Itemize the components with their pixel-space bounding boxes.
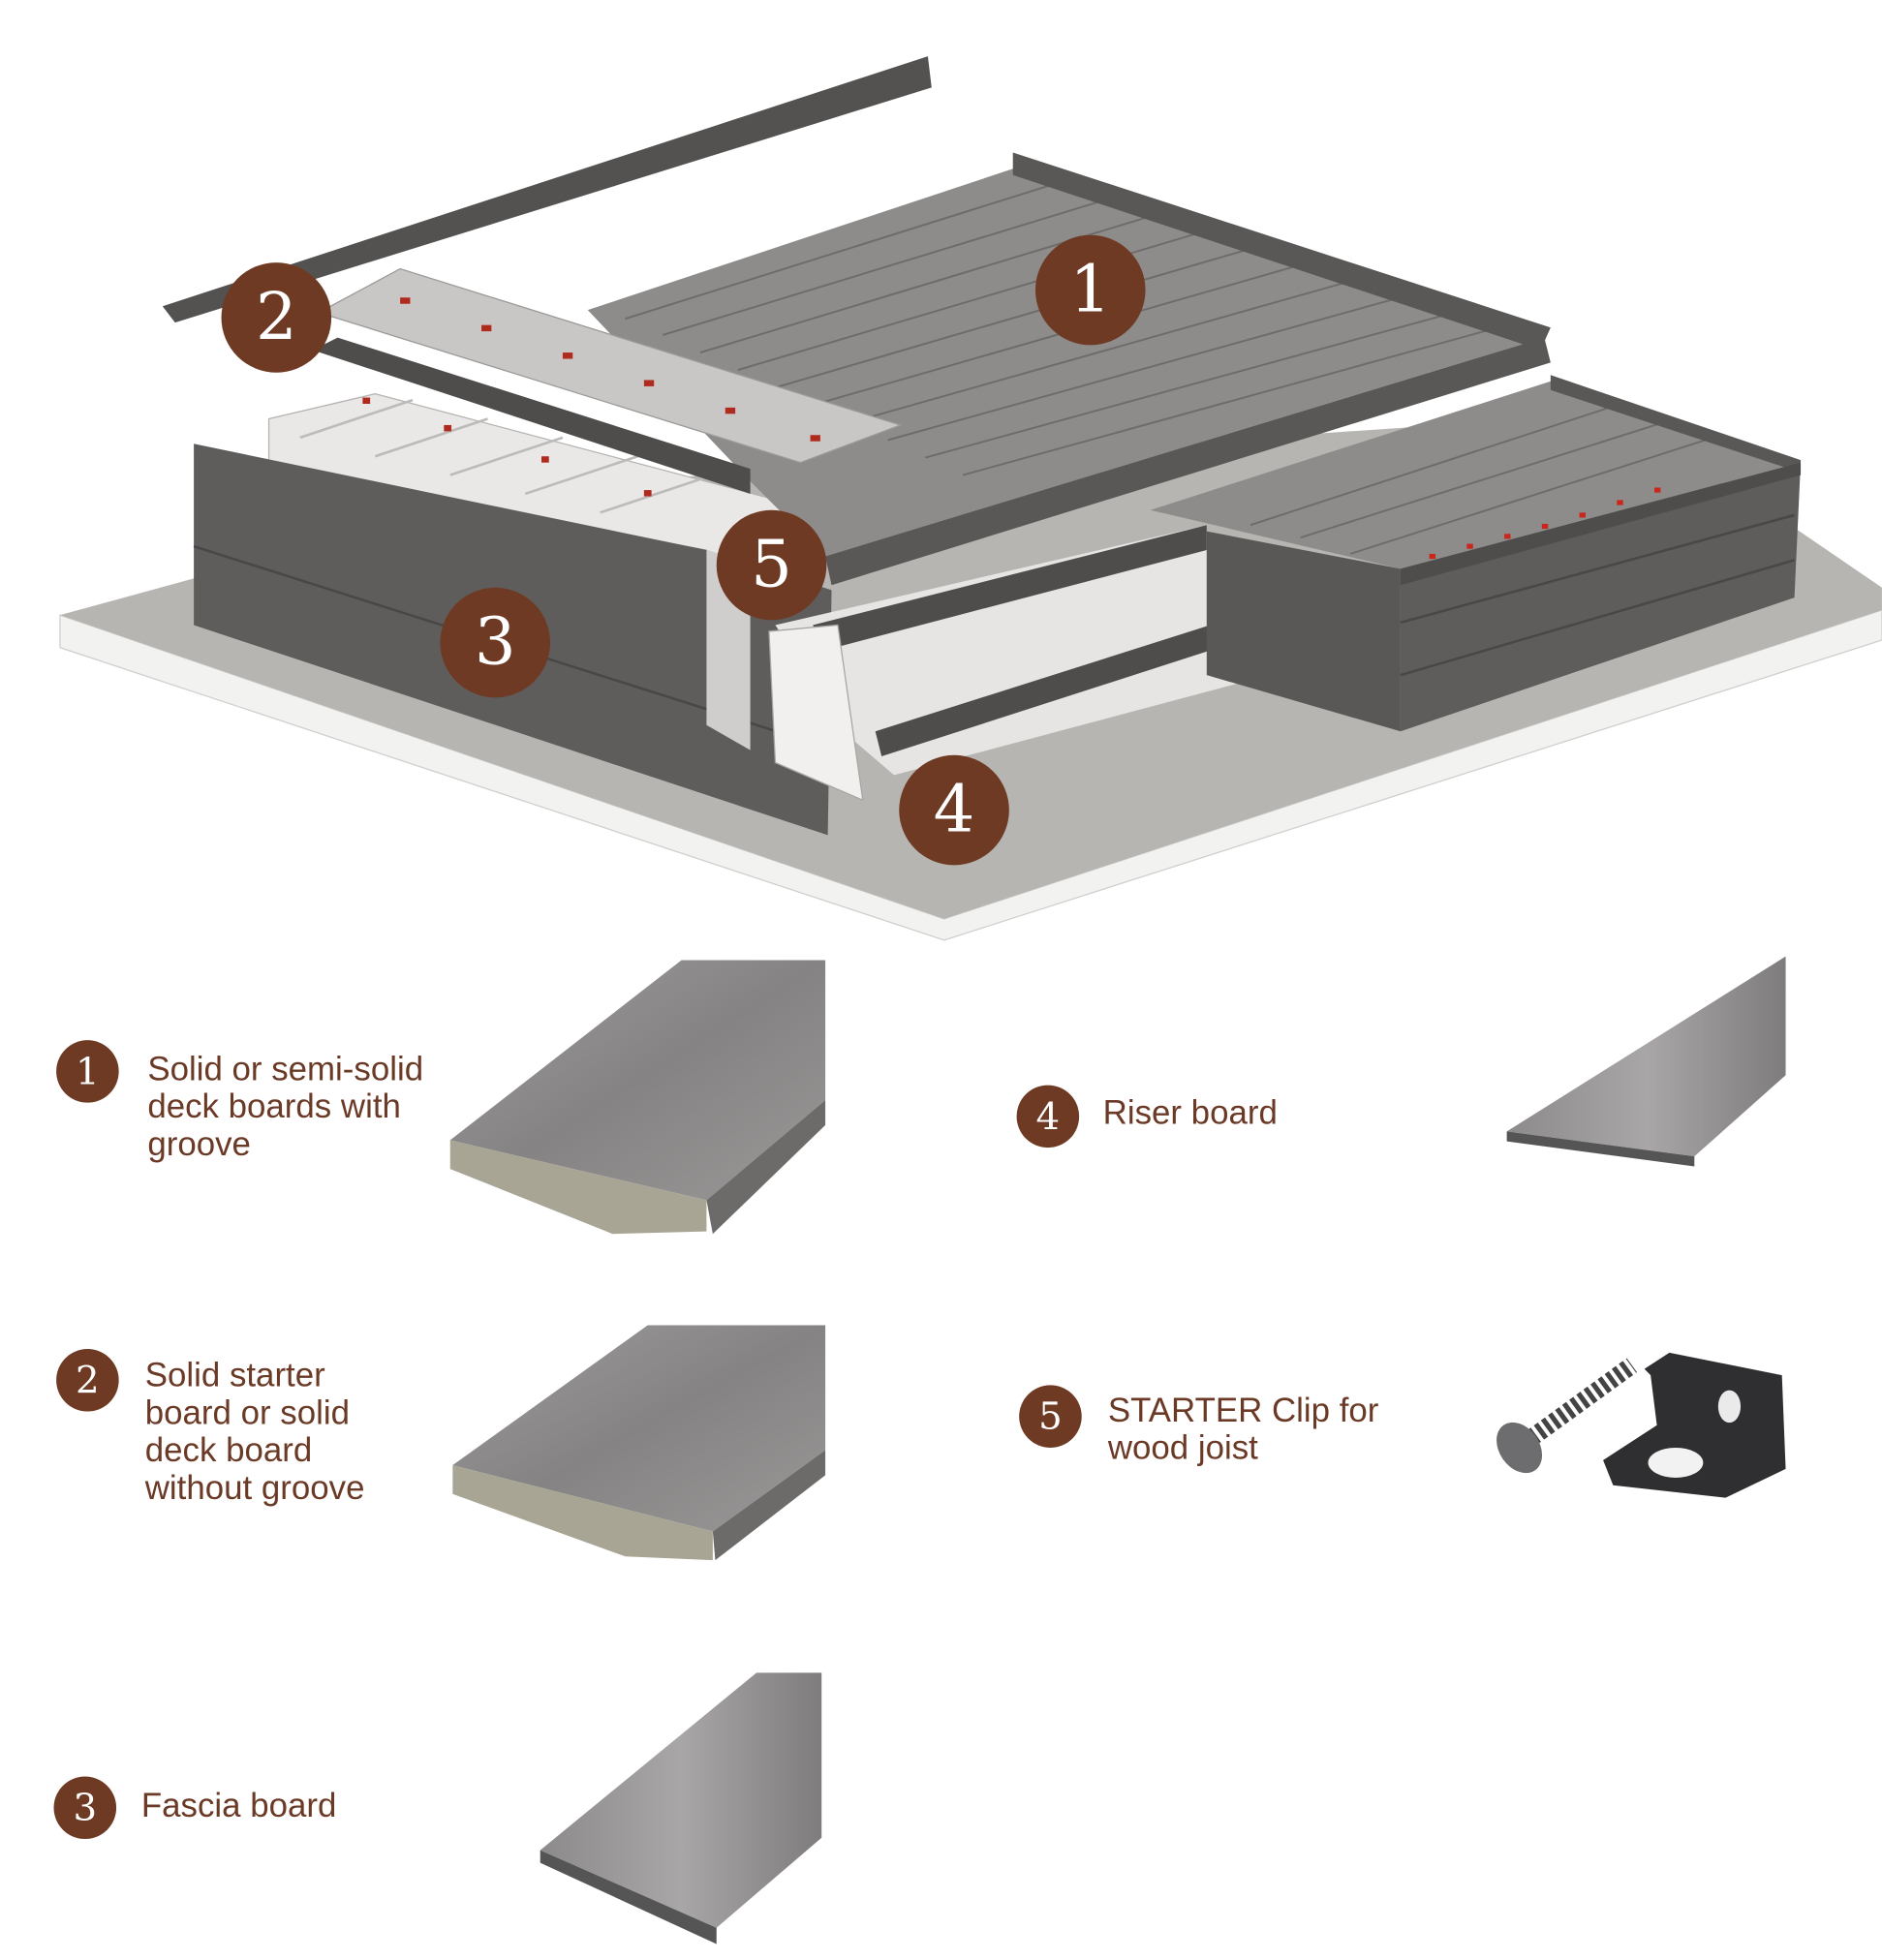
riser-board-image [1506, 956, 1786, 1167]
joist-lines [299, 398, 714, 514]
step-frame [768, 624, 864, 802]
lower-deck-side-fascia [1206, 531, 1401, 732]
legend-label-5: STARTER Clip for wood joist [1107, 1391, 1379, 1467]
legend-badge-2: 2 [56, 1348, 119, 1412]
screw-icon [1496, 1358, 1638, 1474]
legend-label-3: Fascia board [140, 1786, 337, 1824]
callout-5: 5 [716, 509, 827, 621]
starter-clip-image [1603, 1352, 1786, 1498]
starter-deck-board-image [452, 1325, 826, 1561]
legend-label-2: Solid starter board or solid deck board … [144, 1356, 365, 1507]
legend-badge-1: 1 [56, 1040, 119, 1103]
upper-step-nosing [813, 525, 1207, 651]
callout-4: 4 [899, 754, 1009, 866]
callout-3: 3 [440, 587, 551, 698]
side-border-board [312, 337, 751, 494]
legend-badge-4: 4 [1016, 1085, 1080, 1148]
starter-boards [317, 267, 903, 464]
callout-2: 2 [221, 262, 332, 373]
back-border-board [1012, 152, 1551, 351]
legend-badge-5: 5 [1019, 1385, 1082, 1448]
callout-1: 1 [1034, 234, 1146, 346]
clip-markers [362, 297, 820, 497]
front-border-board [825, 337, 1551, 586]
lower-deck-front-fascia [1400, 462, 1802, 732]
lower-step-nosing [875, 606, 1270, 757]
legend-label-4: Riser board [1102, 1093, 1278, 1132]
starter-rail [162, 56, 932, 323]
grooved-deck-board-image [449, 960, 826, 1235]
legend-label-1: Solid or semi-solid deck boards with gro… [147, 1050, 424, 1163]
legend-badge-3: 3 [53, 1776, 117, 1840]
fascia-board-image [540, 1672, 822, 1945]
lower-deck-surface [1150, 381, 1802, 569]
